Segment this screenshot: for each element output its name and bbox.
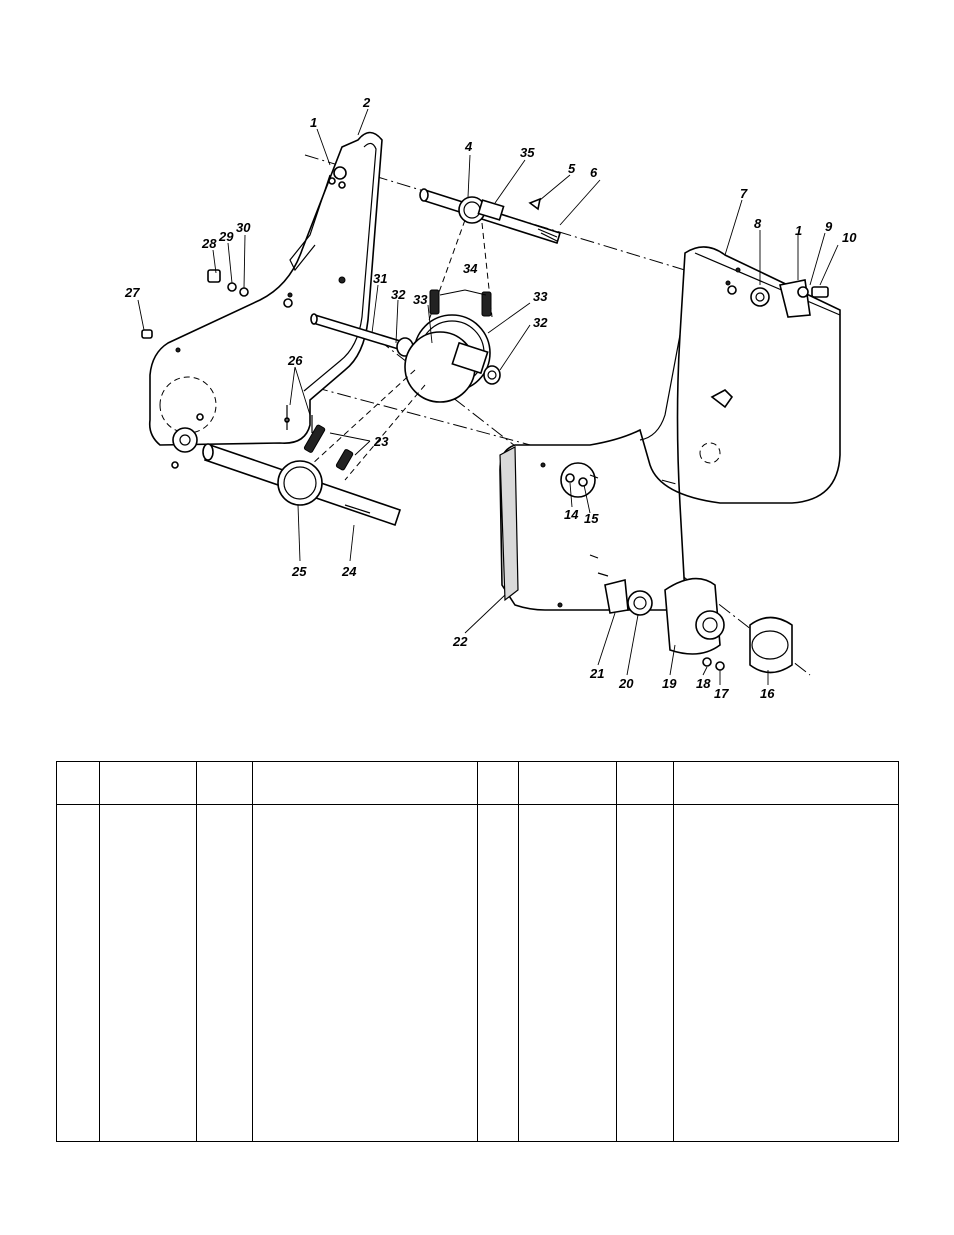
left-side-plate bbox=[148, 131, 383, 469]
callout-label: 21 bbox=[589, 666, 604, 681]
table-cell bbox=[477, 804, 519, 1142]
right-upper-hardware bbox=[750, 279, 829, 318]
table-cell bbox=[673, 804, 899, 1142]
header-cell bbox=[477, 761, 519, 805]
header-cell bbox=[518, 761, 617, 805]
header-cell bbox=[56, 761, 100, 805]
callout-label: 30 bbox=[236, 220, 251, 235]
right-side-plate bbox=[499, 246, 841, 611]
callout-label: 8 bbox=[754, 216, 762, 231]
callout-label: 6 bbox=[590, 165, 598, 180]
callout-label: 28 bbox=[201, 236, 217, 251]
callout-label: 15 bbox=[584, 511, 599, 526]
lower-chain-path bbox=[299, 369, 426, 481]
table-row bbox=[56, 804, 899, 1142]
callout-label: 24 bbox=[341, 564, 357, 579]
header-cell bbox=[252, 761, 478, 805]
callout-label: 7 bbox=[740, 186, 748, 201]
callout-label: 34 bbox=[463, 261, 478, 276]
header-cell bbox=[99, 761, 197, 805]
callout-label: 20 bbox=[618, 676, 634, 691]
chain-links-upper bbox=[429, 289, 492, 317]
table-cell bbox=[99, 804, 197, 1142]
callout-label: 29 bbox=[218, 229, 234, 244]
header-cell bbox=[616, 761, 674, 805]
callout-label: 10 bbox=[842, 230, 857, 245]
callout-label: 5 bbox=[568, 161, 576, 176]
callout-label: 9 bbox=[825, 219, 833, 234]
callout-label: 32 bbox=[533, 315, 548, 330]
callout-label: 23 bbox=[373, 434, 389, 449]
parts-list-table bbox=[56, 761, 899, 1142]
callout-label: 14 bbox=[564, 507, 579, 522]
table-cell bbox=[252, 804, 478, 1142]
callout-label: 26 bbox=[287, 353, 303, 368]
callout-label: 33 bbox=[413, 292, 428, 307]
right-lower-hardware bbox=[565, 473, 793, 674]
left-hardware bbox=[141, 269, 293, 339]
table-cell bbox=[56, 804, 100, 1142]
callout-label: 18 bbox=[696, 676, 711, 691]
callout-labels: 1 2 4 35 5 6 7 8 1 9 10 28 29 30 27 31 3… bbox=[124, 95, 857, 701]
callout-label: 1 bbox=[795, 223, 802, 238]
middle-shaft-assembly bbox=[310, 313, 501, 403]
table-cell bbox=[616, 804, 674, 1142]
table-cell bbox=[518, 804, 617, 1142]
table-header-row bbox=[56, 761, 899, 805]
table-cell bbox=[196, 804, 253, 1142]
callout-label: 1 bbox=[310, 115, 317, 130]
callout-label: 2 bbox=[362, 95, 371, 110]
callout-label: 16 bbox=[760, 686, 775, 701]
lower-shaft-assembly bbox=[202, 405, 402, 527]
callout-label: 19 bbox=[662, 676, 677, 691]
upper-shaft-assembly bbox=[419, 188, 561, 245]
callout-label: 31 bbox=[373, 271, 387, 286]
callout-label: 25 bbox=[291, 564, 307, 579]
header-cell bbox=[673, 761, 899, 805]
callout-label: 17 bbox=[714, 686, 729, 701]
callout-label: 4 bbox=[464, 139, 473, 154]
header-cell bbox=[196, 761, 253, 805]
chain-links-lower bbox=[303, 424, 354, 471]
callout-label: 32 bbox=[391, 287, 406, 302]
callout-label: 27 bbox=[124, 285, 140, 300]
callout-label: 22 bbox=[452, 634, 468, 649]
exploded-parts-diagram: 1 2 4 35 5 6 7 8 1 9 10 28 29 30 27 31 3… bbox=[120, 85, 858, 720]
leader-lines bbox=[137, 108, 839, 685]
callout-label: 35 bbox=[520, 145, 535, 160]
callout-label: 33 bbox=[533, 289, 548, 304]
